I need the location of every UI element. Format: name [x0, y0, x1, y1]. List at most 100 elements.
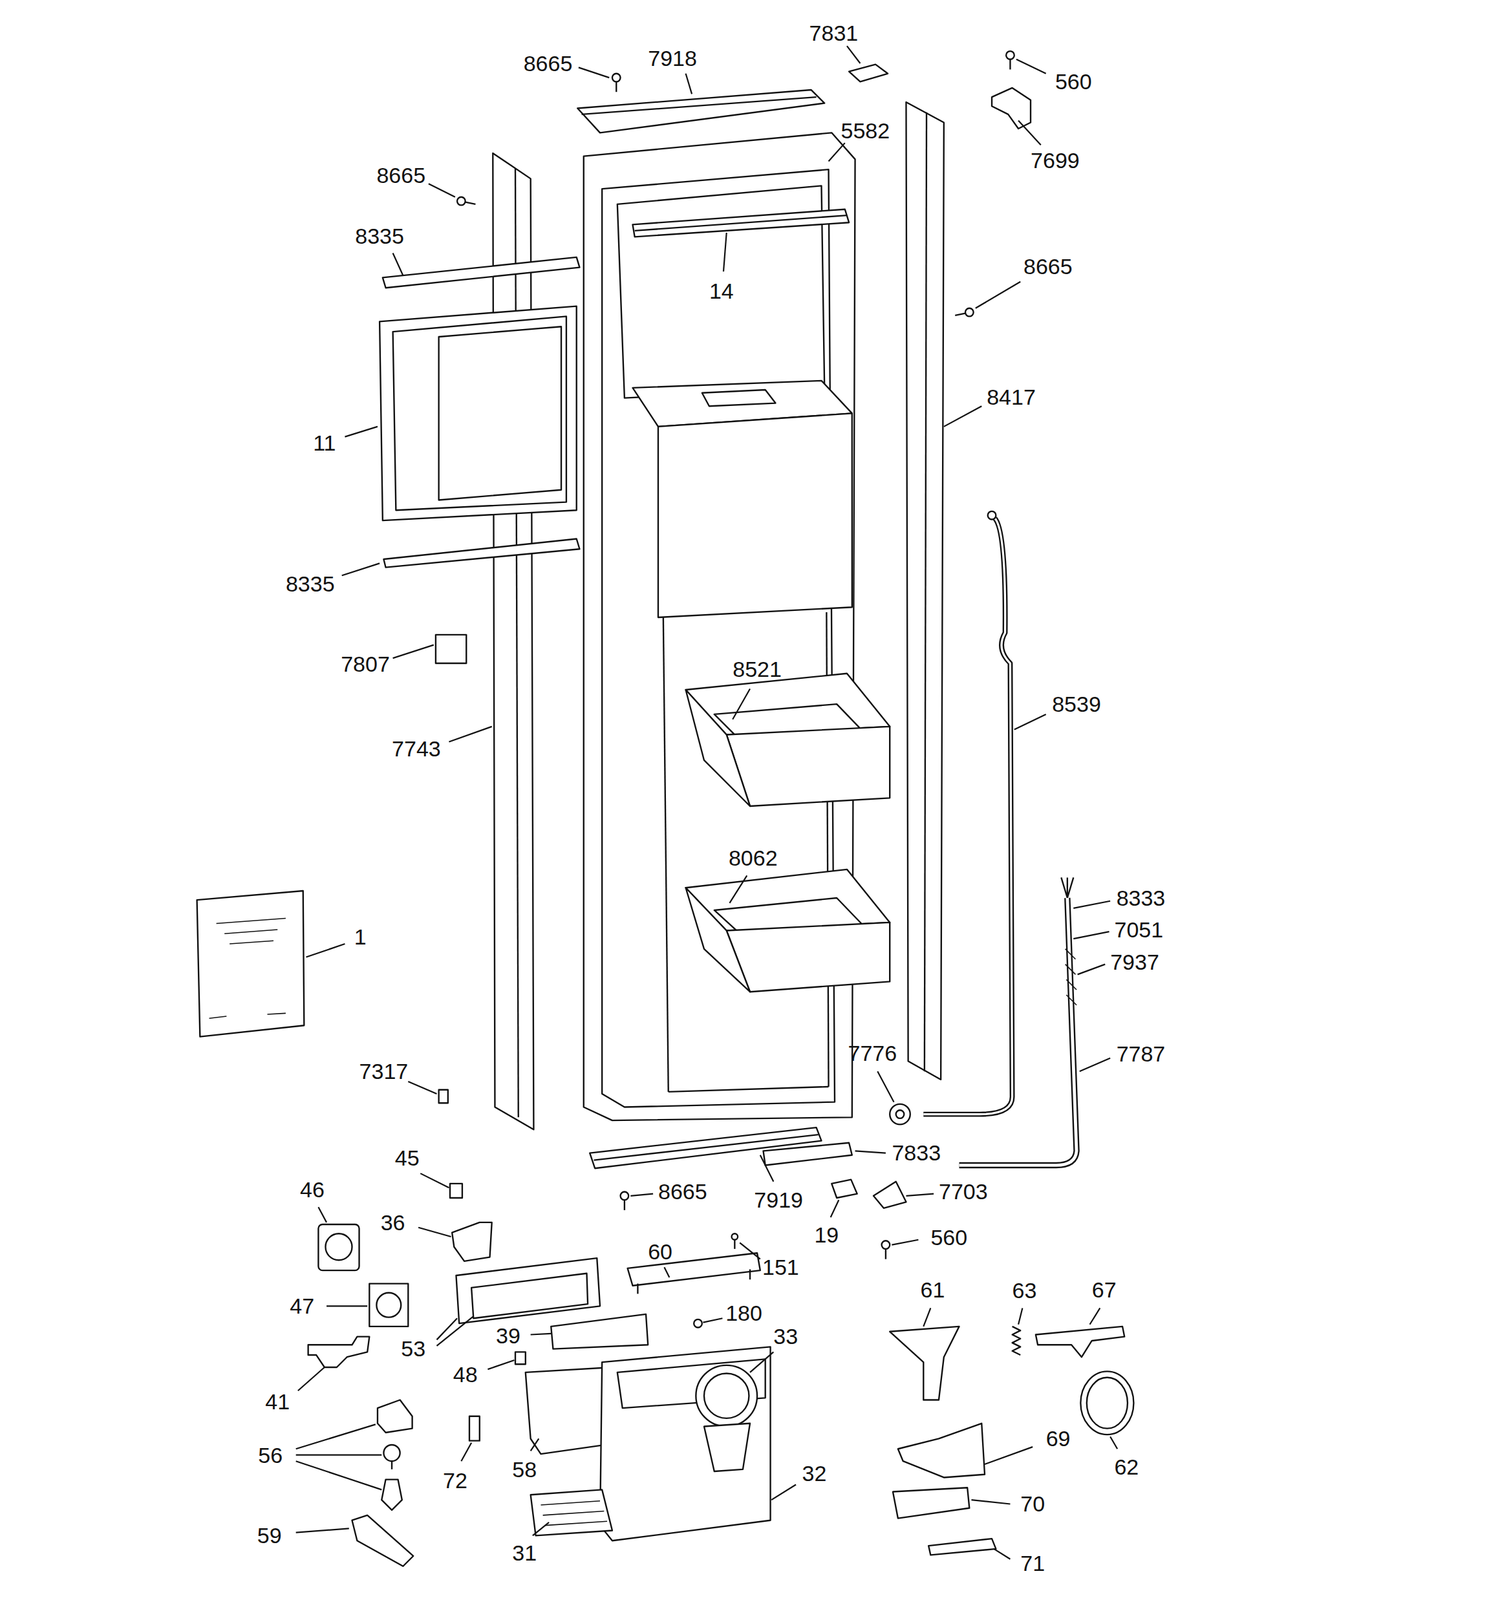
callout-number: 8417 — [986, 385, 1036, 408]
crank — [892, 1487, 970, 1519]
bracket — [525, 1367, 613, 1455]
callout-number: 59 — [257, 1524, 282, 1547]
callout-number: 7317 — [359, 1060, 409, 1083]
water-tube — [923, 518, 1012, 1115]
callout-number: 8335 — [354, 225, 405, 247]
callout-number: 58 — [512, 1458, 537, 1481]
callout-number: 46 — [300, 1178, 325, 1201]
callout-number: 63 — [1012, 1279, 1038, 1302]
hinge-bracket — [991, 87, 1031, 129]
callout-number: 7051 — [1114, 918, 1164, 941]
callout-number: 8521 — [732, 658, 782, 681]
knob — [318, 1224, 359, 1271]
pad — [435, 634, 467, 664]
strip — [382, 257, 580, 288]
callout-number: 7807 — [340, 653, 390, 675]
callout-number: 14 — [709, 279, 734, 302]
bin-front — [726, 922, 891, 992]
callout-number: 67 — [1092, 1278, 1117, 1301]
callout-number: 7699 — [1030, 149, 1080, 172]
bracket — [451, 1222, 493, 1262]
callout-number: 32 — [802, 1462, 827, 1485]
callout-number: 60 — [647, 1240, 673, 1263]
bin-front — [726, 726, 891, 807]
callout-number: 7833 — [891, 1141, 941, 1164]
top-trim — [577, 89, 825, 133]
chute — [889, 1326, 959, 1401]
door-flap — [898, 1423, 985, 1479]
callout-number: 7743 — [391, 737, 441, 760]
callout-number: 151 — [762, 1256, 800, 1279]
cover-panel — [455, 1258, 600, 1324]
rod — [928, 1538, 996, 1555]
callout-number: 41 — [265, 1390, 290, 1413]
clip — [439, 1090, 449, 1104]
callout-number: 11 — [312, 431, 336, 454]
leader-lines — [296, 45, 1118, 1560]
callout-number: 7918 — [647, 47, 697, 70]
spring — [1012, 1326, 1021, 1356]
light-housing — [369, 1284, 408, 1327]
circuit-board — [550, 1314, 648, 1350]
bracket — [1035, 1326, 1125, 1358]
callout-number: 8665 — [658, 1180, 708, 1203]
callout-number: 47 — [289, 1295, 315, 1318]
block — [831, 1179, 857, 1199]
callout-number: 7831 — [809, 21, 859, 44]
callout-number: 39 — [495, 1324, 521, 1347]
callout-number: 19 — [814, 1223, 839, 1246]
fitting — [889, 1104, 911, 1125]
panel — [379, 306, 577, 521]
switch — [515, 1351, 526, 1365]
callout-number: 53 — [400, 1337, 426, 1360]
callout-number: 45 — [395, 1146, 420, 1169]
callout-number: 7937 — [1110, 951, 1160, 974]
callout-number: 1 — [354, 925, 367, 948]
callout-number: 62 — [1114, 1456, 1139, 1479]
ring — [1080, 1371, 1134, 1435]
clip — [450, 1183, 463, 1199]
bracket — [873, 1181, 907, 1209]
callout-number: 560 — [1055, 70, 1093, 93]
callout-number: 560 — [930, 1226, 968, 1249]
bracket — [627, 1253, 761, 1286]
socket — [377, 1400, 413, 1434]
callout-number: 70 — [1020, 1492, 1045, 1515]
callout-number: 72 — [442, 1469, 468, 1492]
callout-number: 33 — [773, 1325, 798, 1348]
hinge-block — [848, 64, 888, 83]
callout-number: 8333 — [1116, 887, 1166, 910]
callout-number: 8335 — [285, 572, 335, 595]
switch — [469, 1416, 480, 1442]
callout-number: 5582 — [841, 119, 891, 142]
callout-number: 7776 — [848, 1042, 898, 1065]
callout-number: 69 — [1046, 1427, 1071, 1450]
paddle — [351, 1515, 414, 1567]
bracket — [308, 1337, 370, 1368]
callout-number: 8539 — [1051, 693, 1102, 716]
handle-bar — [632, 209, 850, 238]
callout-number: 7919 — [753, 1189, 804, 1211]
callout-number: 61 — [920, 1278, 946, 1301]
callout-number: 36 — [380, 1211, 406, 1234]
callout-number: 48 — [453, 1363, 478, 1386]
dispenser-housing — [600, 1346, 771, 1541]
drip-tray — [530, 1489, 613, 1536]
strip — [383, 538, 580, 568]
funnel — [704, 1423, 750, 1472]
callout-number: 31 — [512, 1542, 537, 1565]
tube — [959, 898, 1077, 1166]
callout-number: 8665 — [1023, 255, 1073, 278]
callout-number: 7787 — [1116, 1042, 1166, 1065]
right-rail — [905, 102, 944, 1080]
callout-number: 7703 — [938, 1180, 988, 1203]
callout-number: 8665 — [523, 52, 573, 75]
manual — [197, 890, 305, 1038]
callout-number: 71 — [1020, 1552, 1045, 1575]
callout-number: 56 — [257, 1444, 283, 1467]
callout-number: 8665 — [376, 164, 426, 187]
callout-number: 8062 — [728, 846, 778, 869]
callout-number: 180 — [725, 1302, 763, 1325]
